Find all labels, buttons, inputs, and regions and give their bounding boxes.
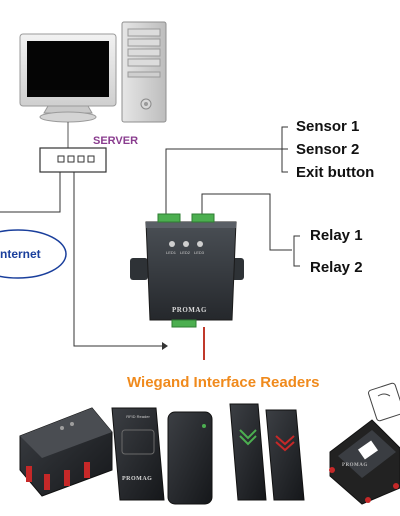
relay-label-1: Relay 1 bbox=[310, 227, 363, 244]
internet-label: nternet bbox=[0, 247, 41, 261]
led-label-1: LED1 bbox=[166, 250, 177, 255]
led-label-3: LED3 bbox=[194, 250, 205, 255]
reader-brand-1: PROMAG bbox=[122, 476, 153, 482]
reader-narrow-green-icon bbox=[229, 403, 267, 501]
controller-box-icon bbox=[130, 213, 244, 328]
relay-label-2: Relay 2 bbox=[310, 259, 363, 276]
network-switch-icon bbox=[39, 147, 107, 173]
reader-promag-rfid-icon: RFID Reader bbox=[111, 407, 165, 501]
readers-title: Wiegand Interface Readers bbox=[127, 374, 320, 391]
input-label-sensor-2: Sensor 2 bbox=[296, 141, 360, 158]
input-label-exit-button: Exit button bbox=[296, 164, 375, 181]
reader-narrow-red-icon bbox=[265, 409, 305, 501]
tower-case-icon bbox=[121, 21, 167, 123]
controller-brand: PROMAG bbox=[172, 306, 207, 314]
input-label-sensor-1: Sensor 1 bbox=[296, 118, 360, 135]
reader-box-red-antennas-icon bbox=[19, 407, 113, 497]
internet-cloud bbox=[0, 229, 67, 279]
led-label-2: LED2 bbox=[180, 250, 191, 255]
svg-text:RFID Reader: RFID Reader bbox=[126, 414, 150, 419]
reader-brand-2: PROMAG bbox=[342, 463, 368, 468]
server-label: SERVER bbox=[93, 135, 139, 147]
reader-desktop-tag-icon bbox=[329, 382, 400, 505]
computer-monitor-icon bbox=[19, 33, 117, 123]
reader-slim-black-icon bbox=[167, 411, 213, 505]
